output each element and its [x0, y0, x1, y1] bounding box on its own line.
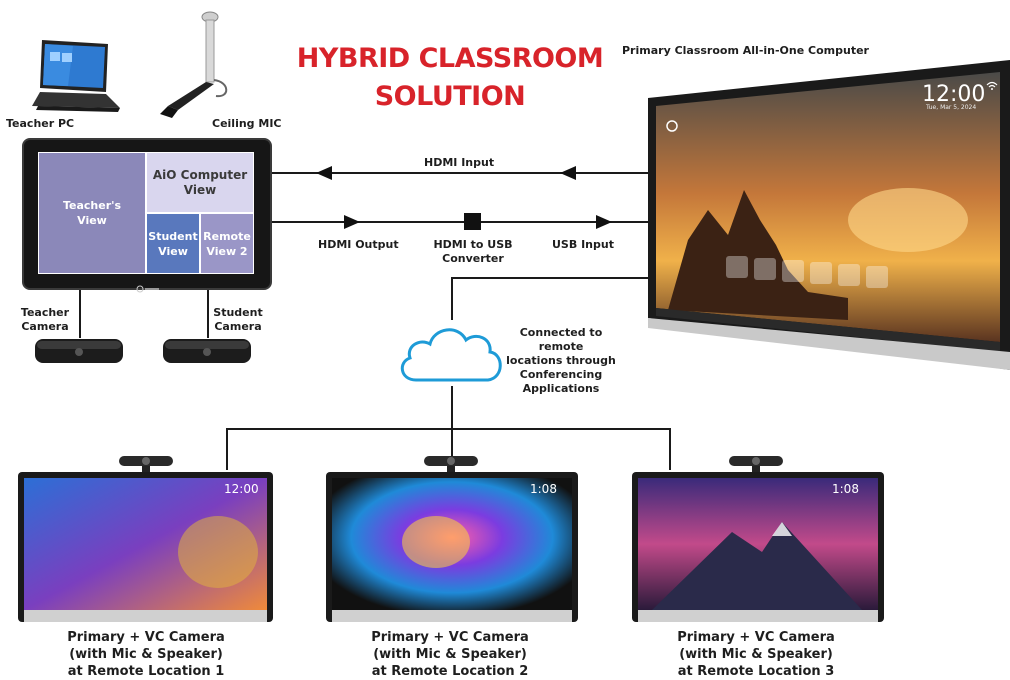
- usb-input-label: USB Input: [552, 238, 614, 251]
- remote-1-clock: 12:00: [224, 482, 259, 496]
- monitor-logo-icon: [136, 278, 160, 293]
- title-line-1: HYBRID CLASSROOM: [296, 43, 604, 74]
- teacher-camera-icon: [34, 336, 124, 366]
- cloud-description: Connected to remote locations through Co…: [496, 326, 626, 396]
- student-camera-stem: [207, 290, 209, 338]
- student-camera-icon: [162, 336, 252, 366]
- converter-line-2: Converter: [442, 252, 504, 265]
- primary-to-cloud-line: [451, 278, 453, 320]
- teacher-camera-line-2: Camera: [21, 320, 69, 333]
- primary-to-cloud-line-h: [451, 277, 651, 279]
- ceiling-mic-label: Ceiling MIC: [212, 117, 282, 130]
- remote-2-line-1: Primary + VC Camera: [371, 630, 529, 645]
- student-camera-line-1: Student: [213, 306, 263, 319]
- drop-line-1: [226, 428, 228, 470]
- hdmi-input-label: HDMI Input: [424, 156, 495, 169]
- arrow-left-icon: [316, 165, 332, 181]
- arrow-right-icon: [344, 214, 360, 230]
- teacher-camera-stem: [79, 290, 81, 338]
- primary-display-label: Primary Classroom All-in-One Computer: [622, 44, 869, 57]
- converter-line-1: HDMI to USB: [433, 238, 513, 251]
- hdmi-input-line: [272, 172, 654, 174]
- remote-2-label: Primary + VC Camera (with Mic & Speaker)…: [330, 629, 570, 680]
- primary-clock: 12:00: [922, 82, 986, 107]
- arrow-left-icon: [560, 165, 576, 181]
- remote-3-label: Primary + VC Camera (with Mic & Speaker)…: [636, 629, 876, 680]
- remote-display-1: [18, 472, 273, 622]
- aio-view-line-2: View: [183, 182, 217, 197]
- hdmi-output-label: HDMI Output: [318, 238, 399, 251]
- remote-display-3: [632, 472, 884, 622]
- wifi-icon: [986, 76, 998, 90]
- remote-3-clock: 1:08: [832, 482, 859, 496]
- remote-2-line-2: (with Mic & Speaker): [373, 647, 527, 662]
- cloud-text-line-4: Applications: [522, 382, 600, 395]
- cloud-text-line-3: Conferencing: [519, 368, 603, 381]
- remote-3-line-2: (with Mic & Speaker): [679, 647, 833, 662]
- primary-date: Tue, Mar 5, 2024: [926, 104, 977, 111]
- student-view-line-1: Student: [148, 229, 198, 243]
- remote-1-line-2: (with Mic & Speaker): [69, 647, 223, 662]
- remote-1-line-3: at Remote Location 1: [67, 664, 225, 679]
- cloud-icon: [394, 318, 506, 388]
- title-line-2: SOLUTION: [374, 81, 526, 112]
- hdmi-output-line: [272, 221, 654, 223]
- teacher-camera-line-1: Teacher: [20, 306, 70, 319]
- student-camera-line-2: Camera: [214, 320, 262, 333]
- remote-view-line-2: View 2: [206, 244, 248, 258]
- remote-2-line-3: at Remote Location 2: [371, 664, 529, 679]
- teacher-camera-label: Teacher Camera: [20, 306, 70, 334]
- cloud-text-line-1: Connected to remote: [519, 326, 603, 353]
- remote-2-clock: 1:08: [530, 482, 557, 496]
- teachers-view-line-1: Teacher's: [62, 199, 122, 212]
- vc-camera-icon: [118, 454, 174, 474]
- remote-3-line-3: at Remote Location 3: [677, 664, 835, 679]
- arrow-right-icon: [596, 214, 612, 230]
- aio-view-line-1: AiO Computer: [152, 167, 248, 182]
- converter-label: HDMI to USB Converter: [430, 238, 516, 266]
- cloud-down-line: [451, 386, 453, 468]
- converter-icon: [464, 213, 481, 230]
- ceiling-mic-icon: [150, 10, 245, 120]
- teachers-view-line-2: View: [77, 214, 107, 227]
- remote-1-line-1: Primary + VC Camera: [67, 630, 225, 645]
- remote-view-line-1: Remote: [203, 229, 251, 243]
- cloud-text-line-2: locations through: [506, 354, 616, 367]
- student-camera-label: Student Camera: [212, 306, 264, 334]
- distribution-line: [226, 428, 671, 430]
- student-view-line-2: View: [158, 244, 188, 258]
- teacher-pc-label: Teacher PC: [6, 117, 75, 130]
- diagram-title: HYBRID CLASSROOM SOLUTION: [290, 40, 610, 116]
- remote-3-line-1: Primary + VC Camera: [677, 630, 835, 645]
- drop-line-3: [669, 428, 671, 470]
- laptop-icon: [28, 38, 122, 114]
- vc-camera-icon: [423, 454, 479, 474]
- remote-1-label: Primary + VC Camera (with Mic & Speaker)…: [26, 629, 266, 680]
- remote-display-2: [326, 472, 578, 622]
- primary-aio-display: [648, 60, 1010, 370]
- vc-camera-icon: [728, 454, 784, 474]
